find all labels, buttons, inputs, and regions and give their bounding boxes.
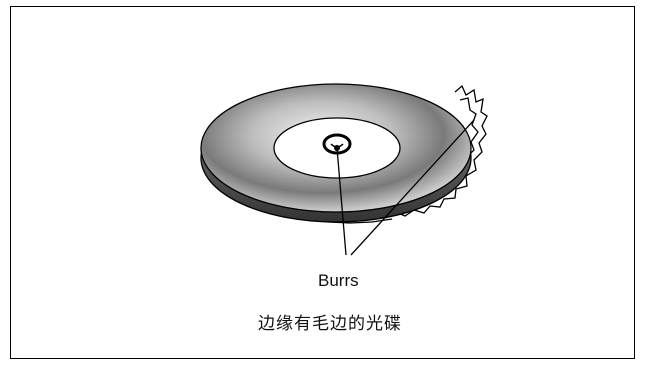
burrs-label: Burrs xyxy=(318,271,359,290)
figure-caption: 边缘有毛边的光碟 xyxy=(258,314,402,334)
leader-anchor-dot xyxy=(334,145,340,151)
callout-leaders xyxy=(336,119,475,256)
